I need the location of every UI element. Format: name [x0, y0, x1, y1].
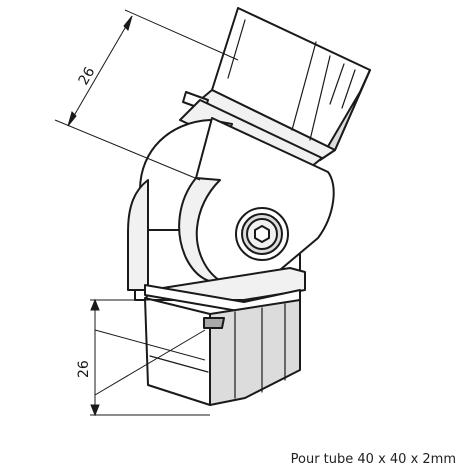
hex-socket-screw-icon — [254, 225, 270, 243]
dimension-upper: 26 — [54, 9, 239, 181]
product-caption: Pour tube 40 x 40 x 2mm — [290, 452, 456, 467]
dimension-lower-label: 26 — [76, 360, 92, 378]
dimension-upper-label: 26 — [76, 64, 99, 88]
dimension-lower: 26 — [76, 298, 210, 417]
swivel-arm — [178, 117, 335, 292]
lower-square-tube — [144, 297, 301, 406]
